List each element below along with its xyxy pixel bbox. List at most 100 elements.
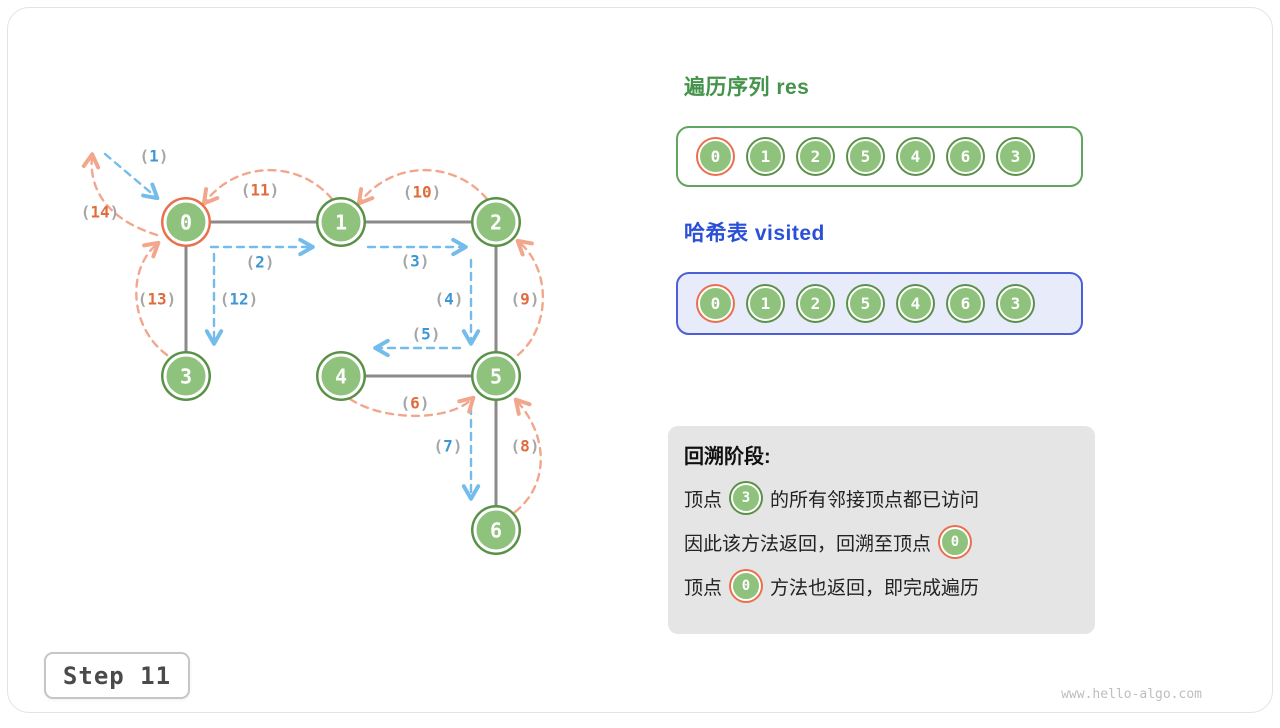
info-line-1: 顶点 3 的所有邻接顶点都已访问	[684, 483, 1079, 513]
paren-open: (	[241, 181, 251, 200]
arrow-label-13: (13)	[138, 290, 177, 309]
paren-open: (	[246, 253, 256, 272]
info-text: 因此该方法返回，回溯至顶点	[684, 529, 931, 556]
visited-node-0: 0	[698, 286, 733, 321]
paren-open: (	[401, 394, 411, 413]
step-number: 13	[147, 290, 166, 309]
step-number: 1	[149, 147, 159, 166]
step-number: 14	[90, 203, 109, 222]
paren-close: )	[265, 253, 275, 272]
arrow-label-9: (9)	[511, 290, 540, 309]
paren-close: )	[420, 252, 430, 271]
graph-node-6: 6	[474, 508, 519, 553]
step-number: 8	[520, 437, 530, 456]
paren-close: )	[454, 290, 464, 309]
arrow-label-5: (5)	[412, 325, 441, 344]
info-line-3: 顶点 0 方法也返回，即完成遍历	[684, 571, 1079, 601]
backtrack-arrows	[92, 156, 543, 512]
step-number: 9	[520, 290, 530, 309]
step-number: 5	[421, 325, 431, 344]
paren-open: (	[81, 203, 91, 222]
arrow-step-14	[92, 156, 157, 235]
res-title: 遍历序列 res	[684, 71, 809, 101]
arrow-label-1: (1)	[140, 147, 169, 166]
paren-open: (	[138, 290, 148, 309]
visited-node-5: 5	[848, 286, 883, 321]
paren-open: (	[412, 325, 422, 344]
paren-close: )	[249, 290, 259, 309]
paren-open: (	[401, 252, 411, 271]
step-number: 6	[410, 394, 420, 413]
arrow-label-6: (6)	[401, 394, 430, 413]
res-node-4: 4	[898, 139, 933, 174]
step-indicator: Step 11	[44, 652, 190, 699]
paren-open: (	[511, 437, 521, 456]
info-title: 回溯阶段:	[684, 440, 1079, 469]
paren-close: )	[530, 290, 540, 309]
res-node-1: 1	[748, 139, 783, 174]
paren-close: )	[167, 290, 177, 309]
arrow-step-8	[515, 401, 541, 512]
visited-node-3: 3	[998, 286, 1033, 321]
info-text: 顶点	[684, 573, 722, 600]
arrow-label-4: (4)	[435, 290, 464, 309]
res-node-5: 5	[848, 139, 883, 174]
step-number: 2	[255, 253, 265, 272]
arrow-label-14: (14)	[81, 203, 120, 222]
info-node-0: 0	[731, 571, 761, 601]
info-lines: 顶点 3 的所有邻接顶点都已访问因此该方法返回，回溯至顶点 0 顶点 0 方法也返回，即完成…	[684, 483, 1079, 601]
graph-node-3: 3	[164, 354, 209, 399]
arrow-label-12: (12)	[220, 290, 259, 309]
paren-open: (	[403, 183, 413, 202]
graph-node-1: 1	[319, 200, 364, 245]
paren-close: )	[530, 437, 540, 456]
visited-node-6: 6	[948, 286, 983, 321]
step-number: 11	[250, 181, 269, 200]
step-number: 7	[443, 437, 453, 456]
arrow-label-11: (11)	[241, 181, 280, 200]
step-number: 4	[444, 290, 454, 309]
step-number: 12	[229, 290, 248, 309]
graph-node-4: 4	[319, 354, 364, 399]
visited-title: 哈希表 visited	[684, 217, 825, 247]
paren-close: )	[431, 325, 441, 344]
paren-open: (	[435, 290, 445, 309]
info-text: 顶点	[684, 485, 722, 512]
graph-node-0: 0	[164, 200, 209, 245]
watermark: www.hello-algo.com	[1061, 687, 1202, 702]
paren-close: )	[420, 394, 430, 413]
res-node-2: 2	[798, 139, 833, 174]
arrow-label-10: (10)	[403, 183, 442, 202]
graph-node-2: 2	[474, 200, 519, 245]
graph-node-5: 5	[474, 354, 519, 399]
paren-close: )	[432, 183, 442, 202]
visited-node-1: 1	[748, 286, 783, 321]
arrow-label-3: (3)	[401, 252, 430, 271]
paren-close: )	[159, 147, 169, 166]
paren-open: (	[220, 290, 230, 309]
res-node-0: 0	[698, 139, 733, 174]
info-text: 方法也返回，即完成遍历	[770, 573, 979, 600]
info-line-2: 因此该方法返回，回溯至顶点 0	[684, 527, 1079, 557]
arrow-label-2: (2)	[246, 253, 275, 272]
step-number: 3	[410, 252, 420, 271]
res-node-6: 6	[948, 139, 983, 174]
step-label: Step 11	[63, 662, 171, 690]
paren-open: (	[140, 147, 150, 166]
arrow-label-8: (8)	[511, 437, 540, 456]
backtrack-info-box: 回溯阶段: 顶点 3 的所有邻接顶点都已访问因此该方法返回，回溯至顶点 0 顶点 0 方法也…	[668, 426, 1095, 634]
paren-close: )	[110, 203, 120, 222]
arrow-label-7: (7)	[434, 437, 463, 456]
paren-open: (	[434, 437, 444, 456]
paren-open: (	[511, 290, 521, 309]
paren-close: )	[453, 437, 463, 456]
info-text: 的所有邻接顶点都已访问	[770, 485, 979, 512]
step-number: 10	[412, 183, 431, 202]
visited-node-4: 4	[898, 286, 933, 321]
info-node-3: 3	[731, 483, 761, 513]
info-node-0: 0	[940, 527, 970, 557]
res-node-3: 3	[998, 139, 1033, 174]
